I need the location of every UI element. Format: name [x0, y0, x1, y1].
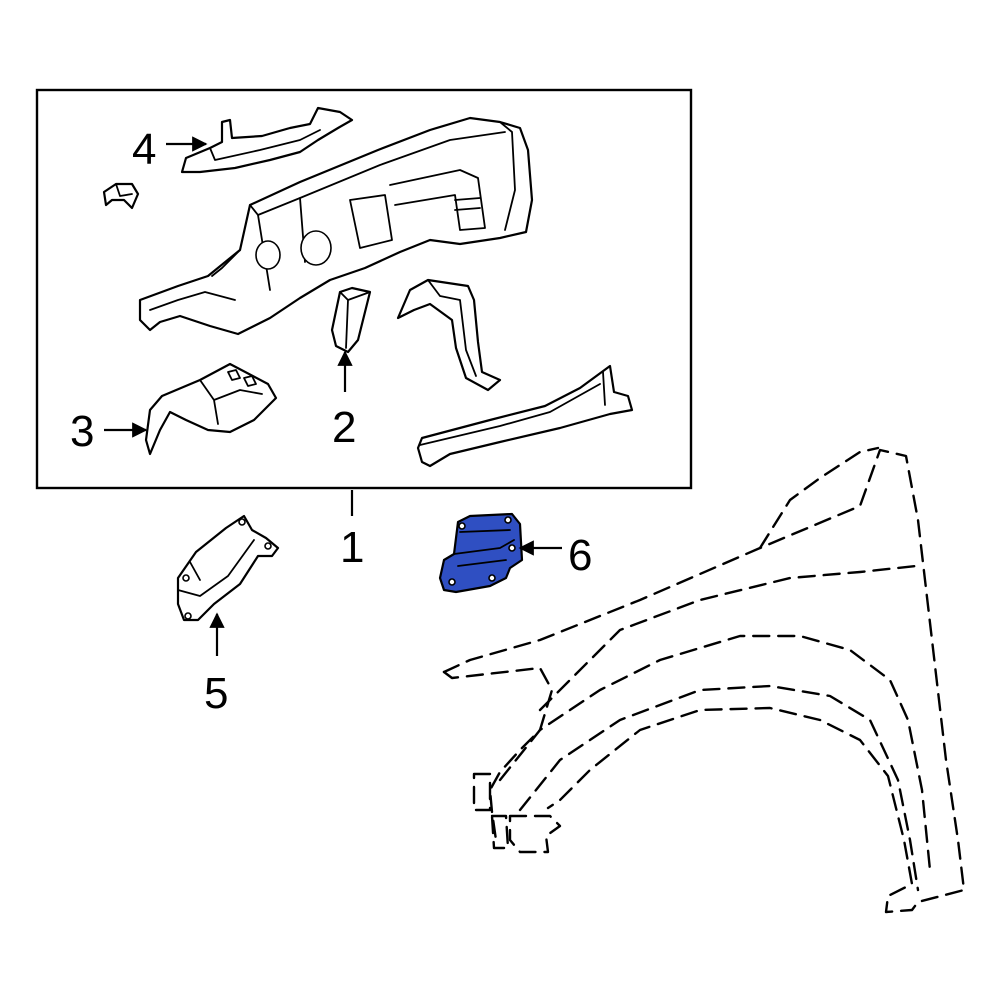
part-6-highlighted-bracket[interactable]	[438, 512, 524, 594]
small-clip-bracket[interactable]	[102, 182, 140, 210]
lower-long-rail[interactable]	[416, 364, 634, 468]
callout-3: 3	[70, 407, 94, 456]
part-5-bracket[interactable]	[176, 514, 280, 622]
callout-1: 1	[340, 523, 364, 572]
fender-outline	[442, 446, 966, 914]
callout-5: 5	[204, 669, 228, 718]
part-3-lower-rail[interactable]	[144, 362, 278, 456]
callout-4: 4	[132, 125, 156, 174]
part-4-upper-rail[interactable]	[180, 106, 354, 174]
part-1-fender-apron[interactable]	[138, 116, 534, 336]
assembly-frame	[35, 88, 693, 490]
callout-6: 6	[568, 531, 592, 580]
callout-2: 2	[332, 403, 356, 452]
curved-reinforcement[interactable]	[396, 278, 502, 392]
part-2-box-member[interactable]	[330, 286, 372, 354]
